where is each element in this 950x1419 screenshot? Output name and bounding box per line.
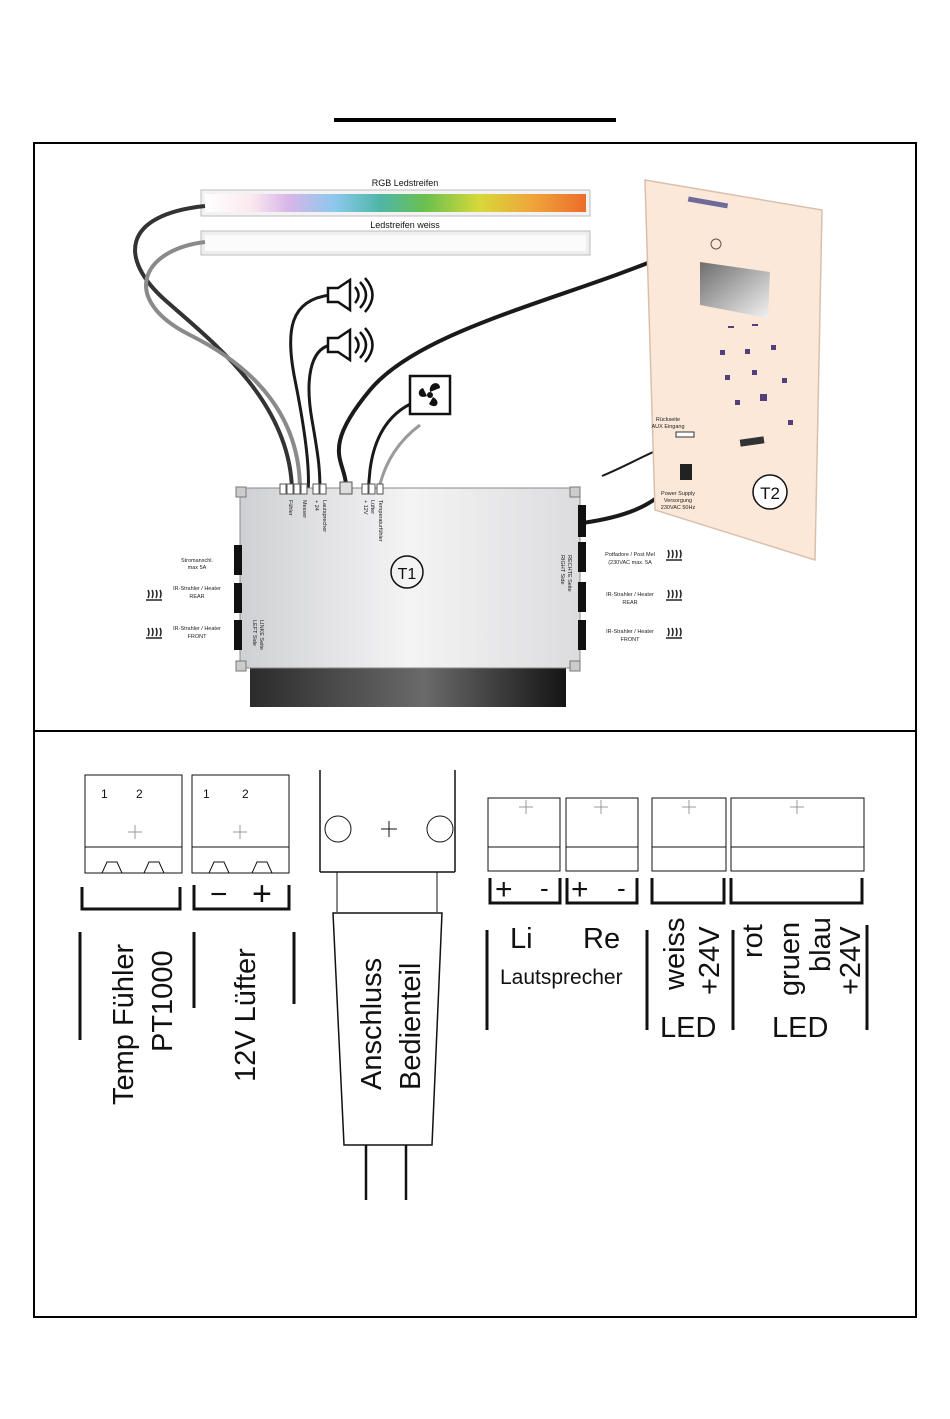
svg-text:Power Supply: Power Supply [661,491,695,497]
svg-text:2: 2 [136,787,143,801]
svg-text:weiss: weiss [659,917,691,991]
bottom-section: 1 2 1 2 − + Temp Fühler PT1000 12V Lüfte… [78,770,869,1200]
rgb-led-terminal [730,797,865,872]
svg-text:12V Lüfter: 12V Lüfter [230,948,262,1082]
speaker-right-label: Re [583,923,620,955]
speaker-left-label: Li [510,923,533,955]
svg-text:Potfadore / Post Mel: Potfadore / Post Mel [605,552,655,558]
svg-text:REAR: REAR [189,594,204,600]
svg-text:LINKE Seite: LINKE Seite [258,620,264,650]
fan-minus: − [210,878,228,911]
title-underline [334,118,616,122]
svg-text:230VAC 50Hz: 230VAC 50Hz [661,505,696,511]
svg-text:Messer: Messer [301,500,307,518]
temp-sensor-label: Temp Fühler PT1000 [108,943,179,1105]
svg-text:Temp Fühler: Temp Fühler [108,943,140,1105]
right-port-labels: Potfadore / Post Mel (230VAC max. 5A IR-… [605,552,655,643]
svg-text:2: 2 [242,787,249,801]
speaker-icon [326,277,374,313]
svg-text:+ 12V: + 12V [362,500,368,515]
speaker-label: Lautsprecher [500,966,623,989]
svg-text:Lautsprecher: Lautsprecher [321,500,327,532]
t2-label: T2 [752,474,788,510]
svg-text:1: 1 [101,787,108,801]
svg-text:+24V: +24V [835,926,867,995]
speaker-right-terminal [565,797,639,872]
left-port-labels: Stromanschl. max 5A IR-Strahler / Heater… [173,558,221,640]
svg-text:+: + [571,873,589,906]
svg-text:RGB Ledstreifen: RGB Ledstreifen [372,178,439,188]
fan-plus: + [252,875,272,913]
svg-text:(230VAC max. 5A: (230VAC max. 5A [608,560,652,566]
svg-text:REAR: REAR [622,600,637,606]
svg-text:Rückseite: Rückseite [656,417,680,423]
svg-text:Bedienteil: Bedienteil [395,963,427,1090]
fan-label: 12V Lüfter [230,948,262,1082]
svg-text:FRONT: FRONT [621,637,641,643]
svg-text:rot: rot [737,924,769,958]
svg-text:+24V: +24V [694,926,726,995]
svg-text:Fühler: Fühler [287,500,293,516]
svg-text:-: - [617,873,626,903]
svg-text:gruen: gruen [774,922,806,996]
aux-input-label: Rückseite AUX Eingang [651,417,695,438]
svg-text:Temperaturfühler: Temperaturfühler [377,500,383,542]
left-side-label: LINKE Seite LEFT Side [251,620,264,650]
heater-icon [146,589,162,601]
heater-icon [666,589,682,601]
main-control-box: Fühler Messer + 24 Lautsprecher + 12V Lü… [234,481,586,707]
rgb-led-label: rot gruen blau +24V LED [737,917,867,1044]
svg-text:IR-Strahler / Heater: IR-Strahler / Heater [606,592,654,598]
fan-icon [408,374,452,416]
speaker-icon [326,327,374,363]
rgb-led-strip: RGB Ledstreifen [200,178,591,217]
svg-text:LEFT Side: LEFT Side [251,620,257,646]
svg-text:Anschluss: Anschluss [356,958,388,1090]
svg-text:IR-Strahler / Heater: IR-Strahler / Heater [173,626,221,632]
svg-text:PT1000: PT1000 [147,950,179,1052]
white-led-strip: Ledstreifen weiss [200,220,591,256]
svg-text:Lüfter: Lüfter [369,500,375,514]
svg-text:Versorgung: Versorgung [664,498,692,504]
white-led-label: weiss +24V LED [659,917,726,1044]
section-divider [33,730,917,732]
svg-text:blau: blau [805,917,837,972]
svg-text:+: + [495,873,513,906]
right-side-label: RECHTE Seite RIGHT Side [559,555,572,592]
svg-text:FRONT: FRONT [188,634,208,640]
speaker-polarity: + - + - [495,873,626,906]
top-terminal-labels: Fühler Messer + 24 Lautsprecher + 12V Lü… [287,500,383,542]
svg-text:max 5A: max 5A [188,565,207,571]
heater-icon [666,549,682,561]
heater-icon [666,627,682,639]
svg-text:-: - [540,873,549,903]
t1-label: T1 [390,555,424,589]
speaker-left-terminal [487,797,561,872]
top-section: RGB Ledstreifen Ledstreifen weiss [120,160,830,708]
svg-text:Stromanschl.: Stromanschl. [181,558,214,564]
svg-text:1: 1 [203,787,210,801]
svg-text:RECHTE Seite: RECHTE Seite [566,555,572,592]
control-panel-connector: Anschluss Bedienteil [319,770,456,1200]
power-supply-label: Power Supply Versorgung 230VAC 50Hz [661,464,696,511]
svg-text:+ 24: + 24 [313,500,319,511]
heater-icon [146,627,162,639]
temp-sensor-terminal: 1 2 [84,774,183,874]
white-led-terminal [651,797,727,872]
svg-text:AUX Eingang: AUX Eingang [651,424,684,430]
svg-text:IR-Strahler / Heater: IR-Strahler / Heater [606,629,654,635]
svg-text:T1: T1 [398,566,417,583]
svg-text:RIGHT Side: RIGHT Side [559,555,565,585]
svg-text:LED: LED [660,1012,716,1044]
svg-text:T2: T2 [760,484,780,503]
svg-text:IR-Strahler / Heater: IR-Strahler / Heater [173,586,221,592]
svg-text:LED: LED [772,1012,828,1044]
svg-text:Ledstreifen weiss: Ledstreifen weiss [370,220,440,230]
fan-terminal: 1 2 [191,774,290,874]
control-panel-buttons [720,324,793,425]
